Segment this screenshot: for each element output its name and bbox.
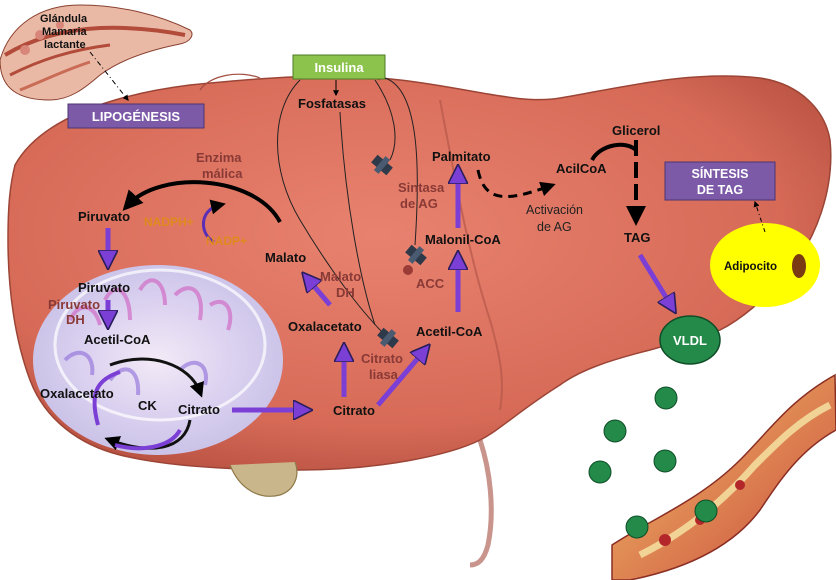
malato-dh-label-1: Malato bbox=[320, 269, 361, 284]
acetil-coa-cyto-label: Acetil-CoA bbox=[416, 324, 483, 339]
ck-label: CK bbox=[138, 398, 157, 413]
vldl-particle bbox=[588, 460, 612, 484]
arrow-oxalacetato-to-malato bbox=[307, 278, 332, 307]
lipogenesis-box: LIPOGÉNESIS bbox=[67, 103, 205, 129]
piruvato-dh-label-2: DH bbox=[66, 312, 85, 327]
vldl-particle bbox=[654, 386, 678, 410]
palmitato-label: Palmitato bbox=[432, 149, 491, 164]
sintasa-enzyme-icon bbox=[371, 154, 393, 176]
lipogenesis-title: LIPOGÉNESIS bbox=[92, 109, 180, 124]
vldl-label: VLDL bbox=[673, 333, 707, 348]
piruvato-mito-label: Piruvato bbox=[78, 280, 130, 295]
sintesis-tag-box: SÍNTESIS DE TAG bbox=[664, 161, 776, 201]
malato-label: Malato bbox=[265, 250, 306, 265]
malato-dh-label-2: DH bbox=[336, 285, 355, 300]
tag-label: TAG bbox=[624, 230, 650, 245]
enzima-malica-label-2: málica bbox=[202, 166, 243, 181]
gland-label-2: Mamaria bbox=[42, 26, 88, 38]
arrow-malato-to-piruvato bbox=[122, 180, 282, 223]
gland-label-3: lactante bbox=[44, 39, 86, 51]
adipocyte-illustration bbox=[710, 223, 820, 307]
vldl-particle bbox=[603, 419, 627, 443]
nadph-label: NADPH+ bbox=[144, 215, 194, 229]
activacion-ag-label-1: Activación bbox=[526, 203, 583, 217]
oxalacetato-mito-label: Oxalacetato bbox=[40, 386, 114, 401]
acc-phosphorylation-dot bbox=[403, 265, 413, 275]
vldl-particle bbox=[653, 449, 677, 473]
gland-to-lipogenesis-connector bbox=[89, 51, 129, 101]
vldl-particle bbox=[625, 515, 649, 539]
sintesis-tag-line1: SÍNTESIS bbox=[692, 166, 749, 181]
oxalacetato-cyto-label: Oxalacetato bbox=[288, 319, 362, 334]
vldl-particle-main bbox=[659, 315, 721, 365]
insulina-box: Insulina bbox=[292, 54, 386, 80]
activacion-ag-label-2: de AG bbox=[537, 220, 572, 234]
acc-enzyme-icon bbox=[405, 244, 427, 266]
sintasa-label-1: Sintasa bbox=[398, 180, 445, 195]
arrow-citrato-to-acetilcoa bbox=[376, 350, 425, 407]
piruvato-cyto-label: Piruvato bbox=[78, 209, 130, 224]
acetil-coa-mito-label: Acetil-CoA bbox=[84, 332, 151, 347]
mito-cycle-arrows bbox=[92, 357, 204, 451]
vldl-particle bbox=[694, 499, 718, 523]
nadp-label: NADP+ bbox=[206, 234, 247, 248]
citrato-cyto-label: Citrato bbox=[333, 403, 375, 418]
enzima-malica-label-1: Enzima bbox=[196, 150, 242, 165]
sintasa-label-2: de AG bbox=[400, 196, 438, 211]
acilcoa-label: AcilCoA bbox=[556, 161, 607, 176]
insulin-regulation-lines bbox=[277, 77, 418, 336]
acc-label: ACC bbox=[416, 276, 445, 291]
mammary-gland-illustration bbox=[0, 4, 193, 101]
malonil-coa-label: Malonil-CoA bbox=[425, 232, 501, 247]
gland-label-1: Glándula bbox=[40, 13, 88, 25]
nadph-cofactor-arrow bbox=[202, 199, 226, 244]
citrato-mito-label: Citrato bbox=[178, 402, 220, 417]
blood-vessel-illustration bbox=[611, 373, 836, 580]
citrato-liasa-enzyme-icon bbox=[377, 327, 399, 349]
glicerol-label: Glicerol bbox=[612, 123, 660, 138]
piruvato-dh-label-1: Piruvato bbox=[48, 297, 100, 312]
vldl-particles: VLDL bbox=[588, 315, 721, 539]
arrow-palmitato-to-acilcoa bbox=[476, 169, 556, 199]
citrato-liasa-label-1: Citrato bbox=[361, 351, 403, 366]
acilcoa-to-tag-curve bbox=[590, 142, 638, 162]
arrow-tag-to-vldl bbox=[637, 253, 672, 307]
adipocito-label: Adipocito bbox=[724, 261, 777, 273]
sintesis-tag-line2: DE TAG bbox=[697, 183, 743, 197]
insulina-label: Insulina bbox=[314, 60, 364, 75]
citrato-liasa-label-2: liasa bbox=[369, 367, 399, 382]
fosfatasas-label: Fosfatasas bbox=[298, 96, 366, 111]
pathway-arrows bbox=[108, 172, 672, 410]
